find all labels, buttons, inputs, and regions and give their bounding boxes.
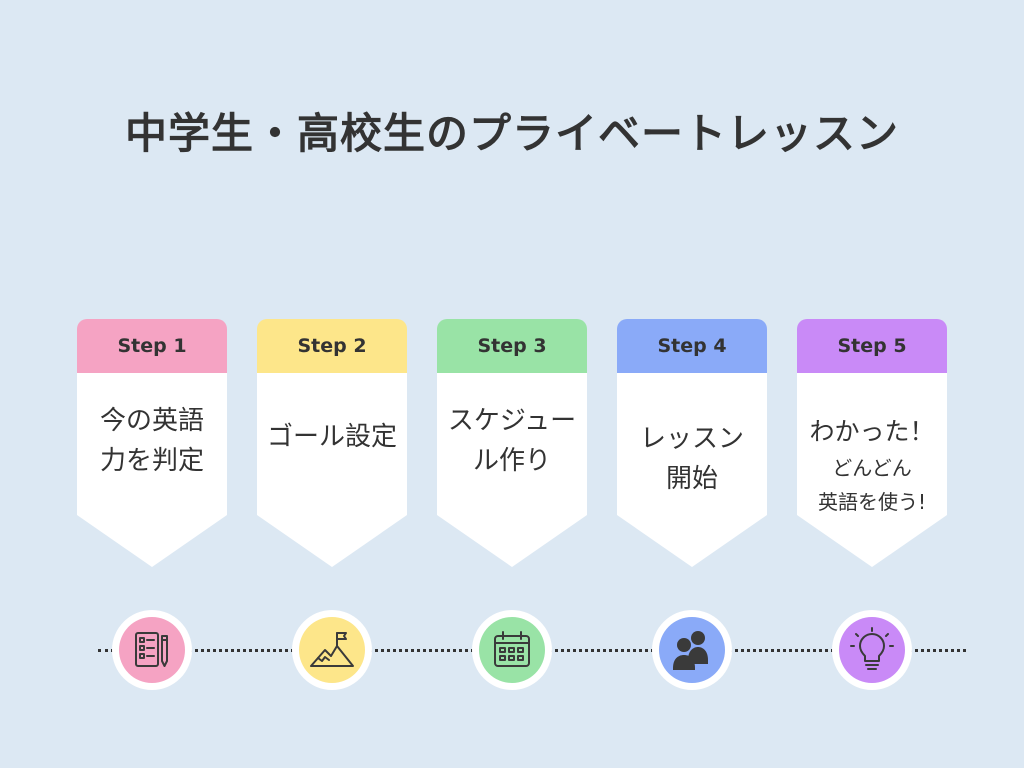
step-5-body: わかった！ どんどん 英語を使う! — [797, 373, 947, 567]
step-3-line-1: スケジュー — [447, 406, 577, 436]
step-2-line-1: ゴール設定 — [266, 422, 397, 452]
step-5-line-3: 英語を使う! — [817, 490, 927, 514]
step-4-text: レッスン 開始 — [617, 419, 767, 499]
step-1-line-2: 力を判定 — [99, 446, 204, 476]
step-2-label: Step 2 — [257, 319, 407, 373]
step-2-icon-circle — [292, 610, 372, 690]
step-2-body: ゴール設定 — [257, 373, 407, 567]
checklist-pencil-icon — [119, 617, 185, 683]
mountain-flag-icon — [299, 617, 365, 683]
step-3-label: Step 3 — [437, 319, 587, 373]
step-3-line-2: ル作り — [472, 446, 551, 476]
step-4-label: Step 4 — [617, 319, 767, 373]
calendar-icon — [479, 617, 545, 683]
step-4-icon-circle — [652, 610, 732, 690]
step-5-line-1: わかった！ — [809, 417, 935, 446]
step-1-line-1: 今の英語 — [99, 406, 204, 436]
page-title: 中学生・高校生のプライベートレッスン — [124, 109, 899, 158]
step-3-text: スケジュー ル作り — [437, 401, 587, 481]
people-icon — [659, 617, 725, 683]
step-card-1: Step 1 今の英語 力を判定 — [77, 319, 227, 567]
step-3-icon-circle — [472, 610, 552, 690]
step-card-4: Step 4 レッスン 開始 — [617, 319, 767, 567]
step-1-body: 今の英語 力を判定 — [77, 373, 227, 567]
step-3-body: スケジュー ル作り — [437, 373, 587, 567]
step-1-text: 今の英語 力を判定 — [77, 401, 227, 481]
step-5-label: Step 5 — [797, 319, 947, 373]
step-5-icon-circle — [832, 610, 912, 690]
step-4-line-1: レッスン — [639, 424, 744, 454]
step-4-line-2: 開始 — [665, 464, 718, 494]
step-2-text: ゴール設定 — [257, 417, 407, 457]
step-4-body: レッスン 開始 — [617, 373, 767, 567]
lightbulb-icon — [839, 617, 905, 683]
step-5-text: わかった！ どんどん 英語を使う! — [797, 413, 947, 519]
step-card-2: Step 2 ゴール設定 — [257, 319, 407, 567]
step-card-5: Step 5 わかった！ どんどん 英語を使う! — [797, 319, 947, 567]
step-card-3: Step 3 スケジュー ル作り — [437, 319, 587, 567]
step-1-icon-circle — [112, 610, 192, 690]
step-5-line-2: どんどん — [832, 456, 912, 480]
step-1-label: Step 1 — [77, 319, 227, 373]
